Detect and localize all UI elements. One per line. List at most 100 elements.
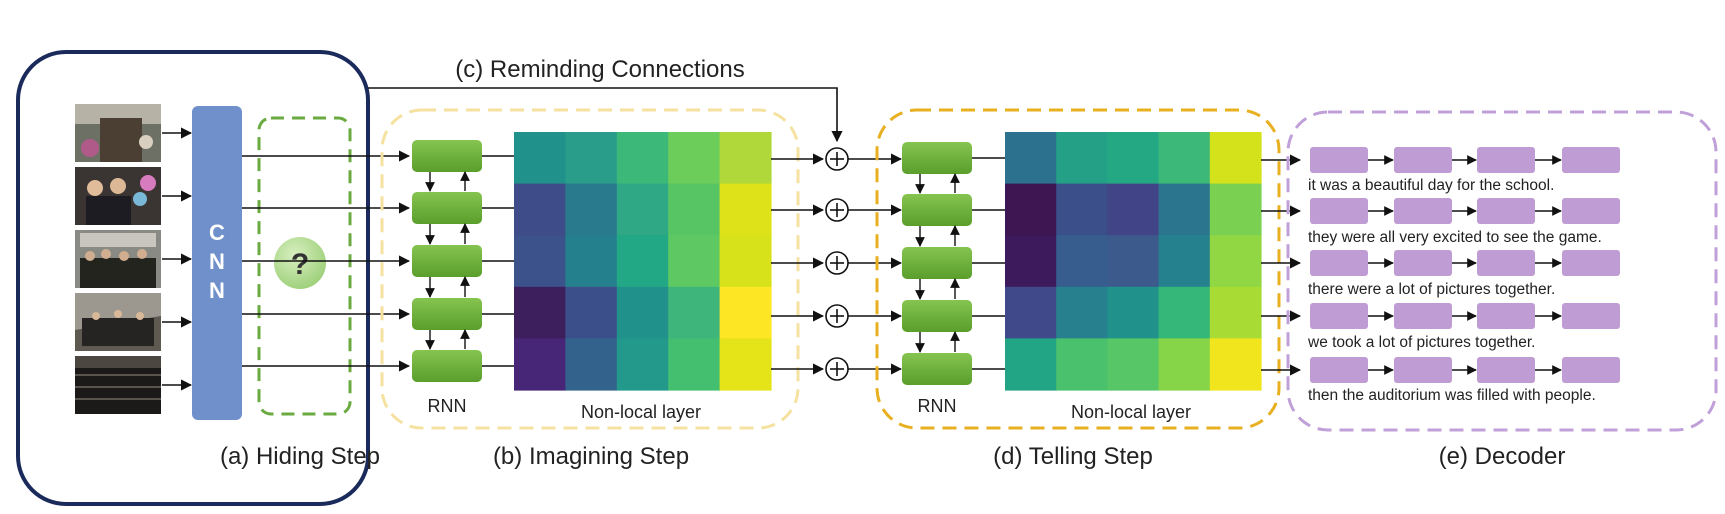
input-photo xyxy=(75,167,161,225)
decoder-cell xyxy=(1562,147,1620,173)
heatmap-cell xyxy=(1005,286,1057,339)
heatmap-cell xyxy=(1107,132,1160,185)
decoder-cell xyxy=(1477,303,1535,329)
rnn-cell xyxy=(902,300,972,332)
decoder-cell xyxy=(1394,147,1452,173)
plus-circle-icon xyxy=(825,198,849,222)
rnn-cell xyxy=(902,194,972,226)
heatmap-cell xyxy=(616,132,669,185)
rnn-bidirectional-arrows-imagining xyxy=(425,171,470,350)
rnn-cell xyxy=(412,298,482,330)
cnn-block xyxy=(192,106,242,420)
heatmap-cell xyxy=(565,235,618,288)
decoder-rows xyxy=(1310,147,1620,383)
heatmap-cell xyxy=(719,338,772,391)
telling-step-frame xyxy=(875,108,1281,430)
heatmap-cell xyxy=(668,183,721,236)
heatmap-cell xyxy=(616,286,669,339)
heatmap-cell xyxy=(1005,183,1057,236)
cnn-letter: N xyxy=(209,278,225,303)
decoder-cell xyxy=(1394,198,1452,224)
heatmap-cell xyxy=(668,132,721,185)
cnn-to-rnn-arrows xyxy=(242,150,411,372)
rnn-label-telling: RNN xyxy=(918,396,957,416)
decoder-cell xyxy=(1562,250,1620,276)
cnn-letter: C xyxy=(209,220,225,245)
generated-sentence: we took a lot of pictures together. xyxy=(1307,334,1535,351)
heatmap-cell xyxy=(719,235,772,288)
heatmap-cell xyxy=(719,286,772,339)
heatmap-cell xyxy=(565,183,618,236)
plus-circle-icon xyxy=(825,357,849,381)
decoder-cell xyxy=(1562,198,1620,224)
input-photo xyxy=(75,230,161,288)
heatmap-cell xyxy=(1158,235,1211,288)
heatmap-cell xyxy=(1209,338,1262,391)
decoder-cell xyxy=(1310,303,1368,329)
decoder-cell xyxy=(1477,198,1535,224)
heatmap-cell xyxy=(1158,132,1211,185)
rnn-cells-imagining xyxy=(412,140,482,382)
nonlocal-label-imagining: Non-local layer xyxy=(581,402,701,422)
decoder-cell xyxy=(1562,357,1620,383)
generated-sentence: they were all very excited to see the ga… xyxy=(1308,229,1602,246)
heatmap-cell xyxy=(1056,183,1108,236)
sum-to-telling-arrows xyxy=(848,153,903,375)
imagining-to-sum-arrows xyxy=(771,153,825,375)
heatmap-cell xyxy=(514,183,566,236)
heatmap-cell xyxy=(514,235,566,288)
rnn-cell xyxy=(902,247,972,279)
heatmap-cell xyxy=(1209,235,1262,288)
heatmap-cell xyxy=(514,338,566,391)
decoder-cell xyxy=(1477,147,1535,173)
heatmap-cell xyxy=(1107,183,1160,236)
heatmap-cell xyxy=(668,286,721,339)
heatmap-cell xyxy=(616,338,669,391)
caption-decoder: (e) Decoder xyxy=(1439,443,1566,470)
decoder-cell xyxy=(1394,303,1452,329)
nonlocal-heatmap-imagining xyxy=(514,132,772,391)
heatmap-cell xyxy=(1005,132,1057,185)
rnn-to-nonlocal-lines-imagining xyxy=(482,155,514,367)
sum-nodes xyxy=(825,147,849,381)
heatmap-cell xyxy=(616,183,669,236)
rnn-cell xyxy=(412,192,482,224)
cnn-letter: N xyxy=(209,249,225,274)
rnn-label-imagining: RNN xyxy=(428,396,467,416)
heatmap-cell xyxy=(1107,235,1160,288)
plus-circle-icon xyxy=(825,304,849,328)
input-photo xyxy=(75,104,161,162)
heatmap-cell xyxy=(514,132,566,185)
heatmap-cell xyxy=(1107,338,1160,391)
reminding-connection-line xyxy=(368,87,843,143)
rnn-cell xyxy=(902,353,972,385)
nonlocal-heatmap-telling xyxy=(1005,132,1262,391)
heatmap-cell xyxy=(668,338,721,391)
decoder-cell xyxy=(1394,250,1452,276)
heatmap-cell xyxy=(1005,338,1057,391)
heatmap-cell xyxy=(565,132,618,185)
rnn-to-nonlocal-lines-telling xyxy=(972,157,1005,370)
rnn-bidirectional-arrows-telling xyxy=(915,173,960,353)
heatmap-cell xyxy=(565,338,618,391)
heatmap-cell xyxy=(1158,183,1211,236)
caption-hiding-step: (a) Hiding Step xyxy=(220,443,380,470)
heatmap-cell xyxy=(1209,286,1262,339)
input-photo xyxy=(75,356,161,414)
decoder-cell xyxy=(1310,250,1368,276)
nonlocal-label-telling: Non-local layer xyxy=(1071,402,1191,422)
heatmap-cell xyxy=(1158,286,1211,339)
decoder-cell xyxy=(1310,147,1368,173)
heatmap-cell xyxy=(1005,235,1057,288)
heatmap-cell xyxy=(1107,286,1160,339)
generated-sentence: it was a beautiful day for the school. xyxy=(1308,177,1554,194)
question-mark-text: ? xyxy=(291,248,309,281)
decoder-cell xyxy=(1310,357,1368,383)
decoder-cell xyxy=(1477,357,1535,383)
heatmap-cell xyxy=(1056,235,1108,288)
heatmap-cell xyxy=(565,286,618,339)
rnn-cell xyxy=(902,142,972,174)
heatmap-cell xyxy=(1209,132,1262,185)
rnn-cells-telling xyxy=(902,142,972,385)
